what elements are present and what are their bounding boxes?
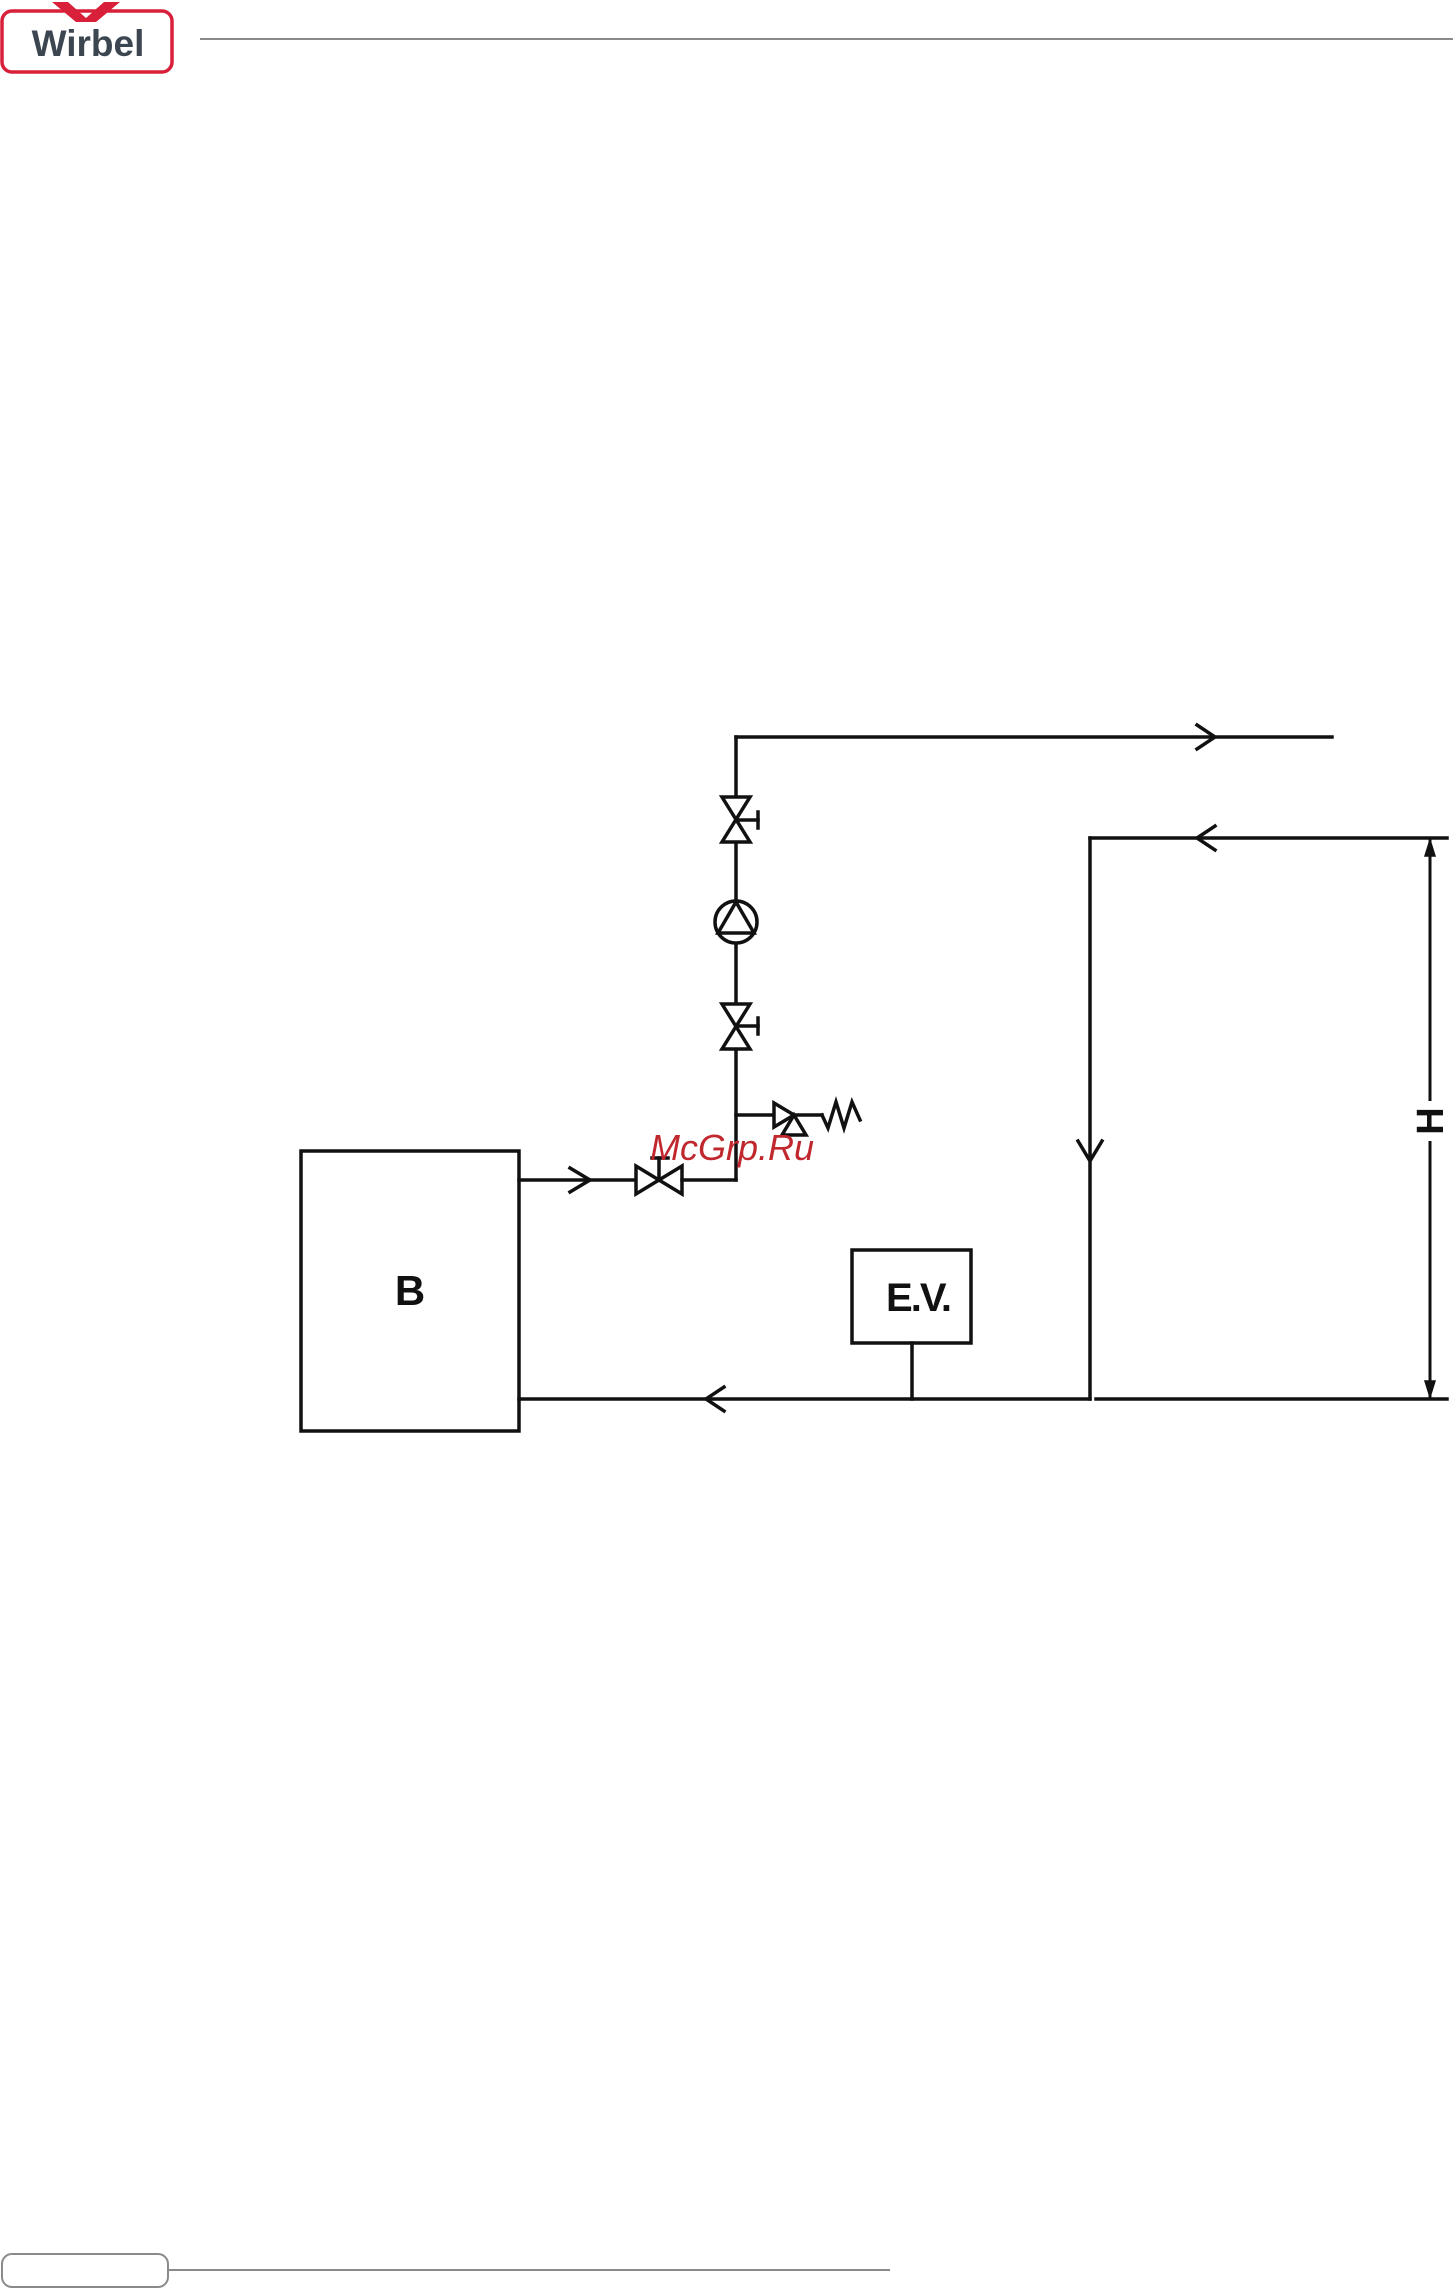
expansion-vessel-label: E.V. — [886, 1276, 950, 1320]
vertical-valve-upper-icon — [722, 797, 758, 842]
height-arrow-bottom-icon — [1425, 1381, 1435, 1397]
height-label: H — [1410, 1107, 1452, 1134]
heating-circuit-diagram: B — [301, 725, 1452, 1431]
wirbel-logo: Wirbel — [2, 2, 172, 72]
page-number-box — [2, 2254, 168, 2287]
safety-valve-spring-icon — [822, 1102, 860, 1128]
boiler-label: B — [395, 1267, 425, 1314]
header: Wirbel — [2, 2, 1453, 72]
footer — [2, 2254, 890, 2287]
vertical-valve-lower-icon — [722, 1004, 758, 1049]
height-arrow-top-icon — [1425, 840, 1435, 856]
circulator-pump-icon — [715, 901, 757, 943]
logo-text: Wirbel — [32, 23, 145, 64]
watermark-text: McGrp.Ru — [650, 1127, 814, 1168]
